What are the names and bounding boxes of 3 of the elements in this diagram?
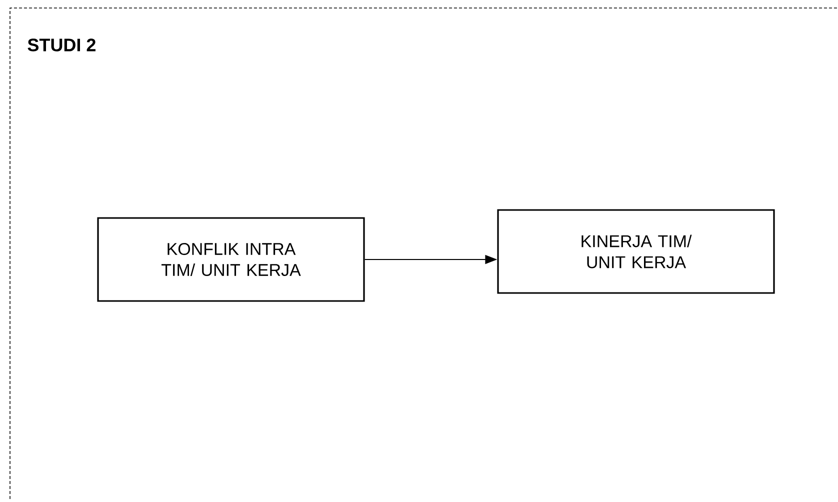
frame-heading: STUDI 2: [28, 38, 96, 52]
process-box: KONFLIK INTRA TIM/ UNIT KERJA: [97, 217, 365, 302]
process-box: KINERJA TIM/ UNIT KERJA: [497, 209, 775, 294]
